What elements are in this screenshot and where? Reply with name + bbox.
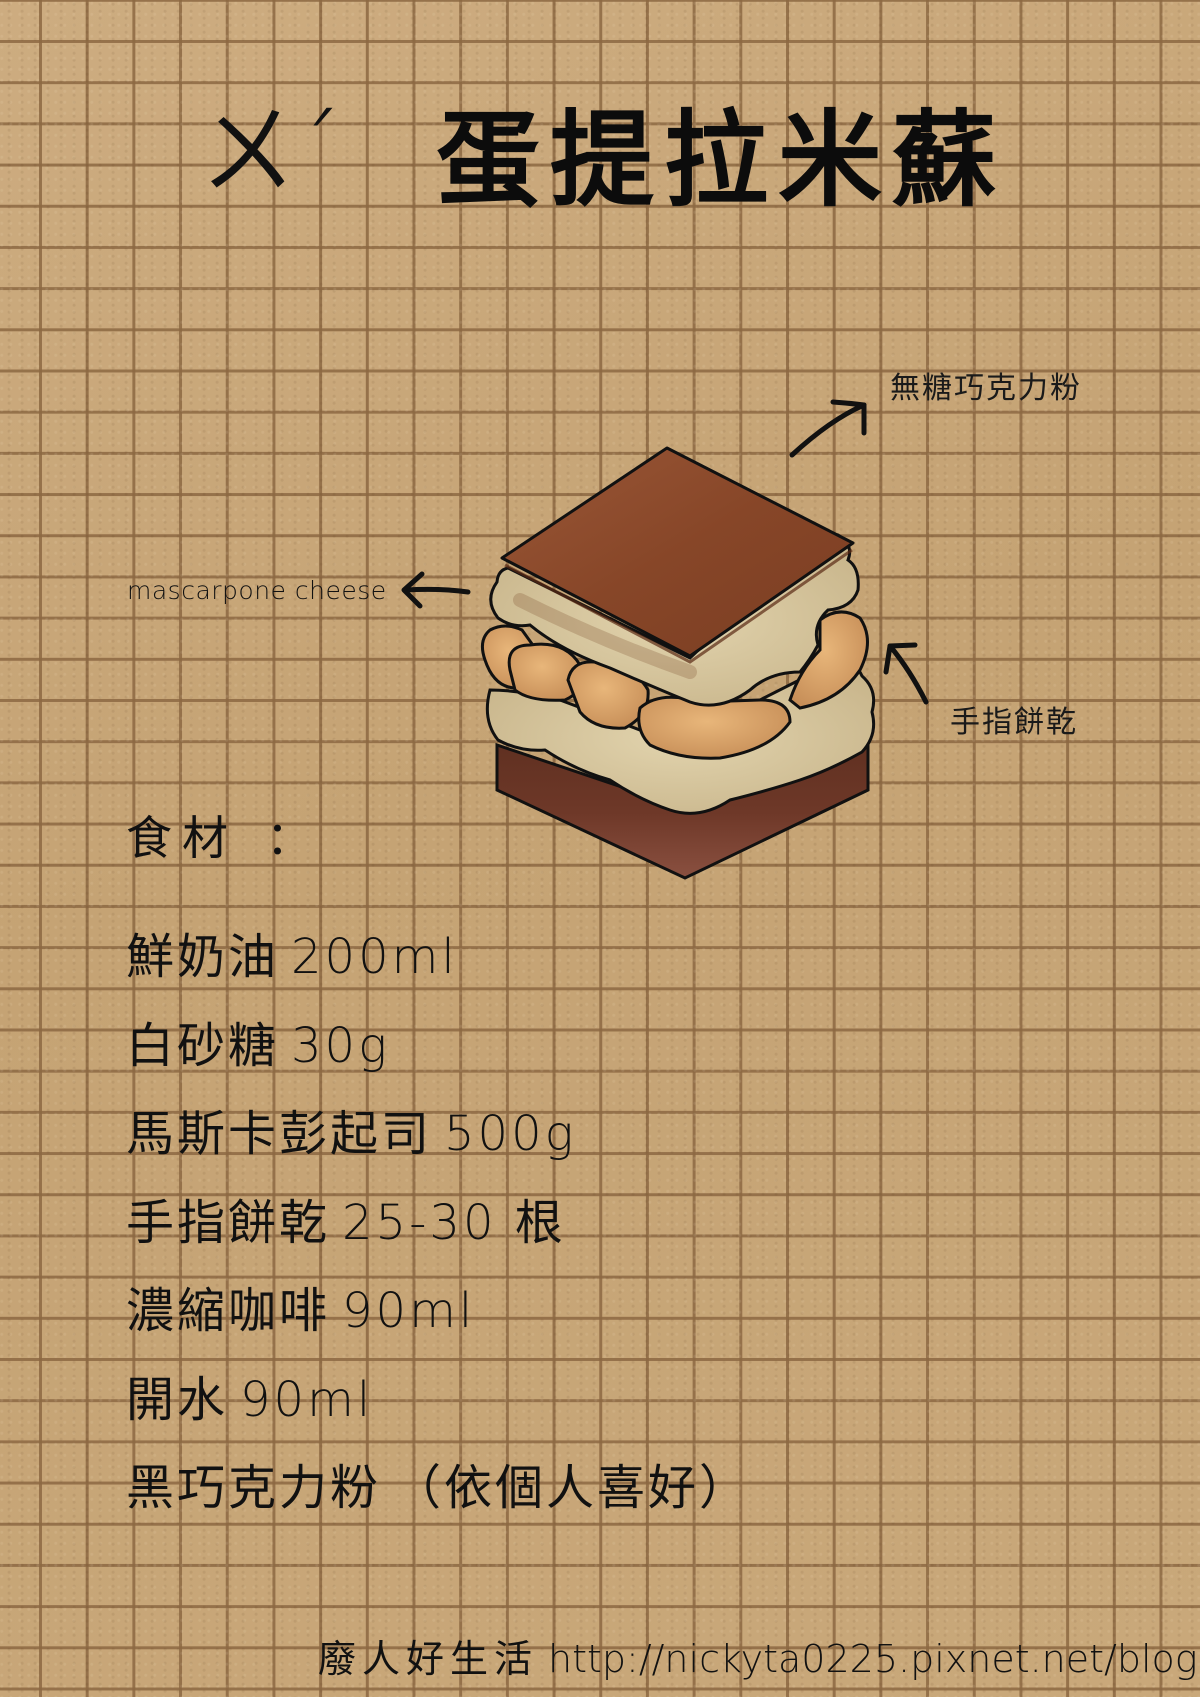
ingredient-amount: 200ml: [291, 929, 458, 985]
ingredients-heading-text: 食材: [126, 811, 238, 865]
ingredient-name: 黑巧克力粉: [126, 1460, 382, 1516]
label-ladyfinger: 手指餅乾: [950, 705, 1078, 740]
ingredient-name: 手指餅乾: [126, 1194, 331, 1251]
label-cocoa-powder: 無糖巧克力粉: [890, 371, 1082, 406]
ingredient-amount: 500g: [444, 1106, 577, 1162]
page-title: 蛋提拉米蘇: [436, 98, 1007, 221]
ingredient-name: 白砂糖: [126, 1017, 280, 1074]
ingredients-heading-colon: ：: [266, 811, 322, 865]
ingredient-amount: 30g: [291, 1017, 390, 1074]
footer-author: 廢人好生活: [318, 1637, 539, 1681]
ingredient-amount: （依個人喜好）: [393, 1460, 751, 1516]
list-item: 黑巧克力粉（依個人喜好）: [126, 1444, 750, 1533]
title-bopomofo-prefix: ㄨˊ: [200, 96, 343, 208]
ingredients-heading: 食材：: [126, 815, 750, 861]
ladyfinger-3: [566, 660, 650, 730]
ingredient-name: 開水: [126, 1371, 229, 1428]
footer-url-link[interactable]: http://nickyta0225.pixnet.net/blog: [548, 1637, 1198, 1681]
ingredient-name: 濃縮咖啡: [126, 1283, 331, 1339]
ingredient-name: 鮮奶油: [126, 929, 280, 985]
ingredient-name: 馬斯卡彭起司: [126, 1106, 433, 1162]
ingredient-amount: 90ml: [342, 1283, 476, 1339]
label-mascarpone: mascarpone cheese: [127, 576, 387, 605]
ingredient-amount: 25-30 根: [342, 1194, 566, 1251]
ladyfinger-5: [788, 610, 869, 710]
ingredient-amount: 90ml: [240, 1371, 374, 1428]
